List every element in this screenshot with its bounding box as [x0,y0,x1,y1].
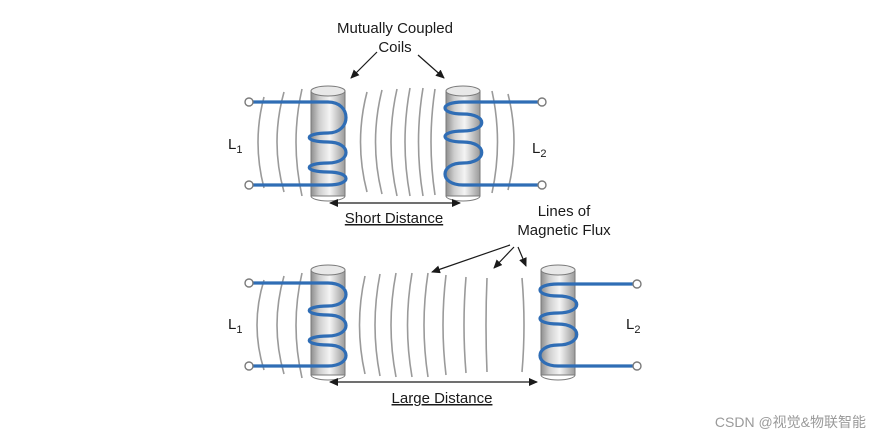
terminal-L2-top-b [537,180,547,190]
flux-lines-bottom [256,272,525,379]
terminal-L1-bottom-b [244,361,254,371]
wire-L2-top [443,100,544,187]
label-coupled-line2: Coils [378,39,411,56]
core-base-left-top [310,195,346,202]
pointer-arrows-coupled [350,51,445,79]
terminal-L2-bottom-b [632,361,642,371]
label-L2-bottom: L2 [626,316,640,336]
core-base-right-bottom [540,374,576,381]
coil-L1-bottom [244,264,348,381]
label-flux-line1: Lines of [538,203,591,220]
terminal-L1-top-a [244,97,254,107]
label-coupled-line1: Mutually Coupled [337,20,453,37]
label-L1-top: L1 [228,136,242,156]
terminal-L1-top-b [244,180,254,190]
core-base-right-top [445,195,481,202]
terminal-L1-bottom-a [244,278,254,288]
svg-text:L1: L1 [228,316,242,336]
label-L2-top: L2 [532,140,546,160]
wire-L2-bottom [538,282,638,368]
svg-text:L1: L1 [228,136,242,156]
label-large-distance: Large Distance [392,390,493,407]
core-cap-right-bottom [540,264,576,276]
wire-L1-bottom [248,281,348,368]
coil-L1-top [244,85,348,202]
svg-text:L2: L2 [532,140,546,160]
coil-L2-bottom [538,264,642,381]
coil-L2-top [443,85,547,202]
watermark-text: CSDN @视觉&物联智能 [715,414,866,430]
core-base-left-bottom [310,374,346,381]
core-cap-left-top [310,85,346,97]
terminal-L2-bottom-a [632,279,642,289]
core-cap-left-bottom [310,264,346,276]
svg-text:L2: L2 [626,316,640,336]
pointer-arrows-flux [431,244,527,274]
wire-L1-top [248,100,348,187]
core-cap-right-top [445,85,481,97]
label-short-distance: Short Distance [345,210,443,227]
label-flux-line2: Magnetic Flux [517,222,611,239]
label-L1-bottom: L1 [228,316,242,336]
terminal-L2-top-a [537,97,547,107]
core-left-bottom [310,269,346,376]
